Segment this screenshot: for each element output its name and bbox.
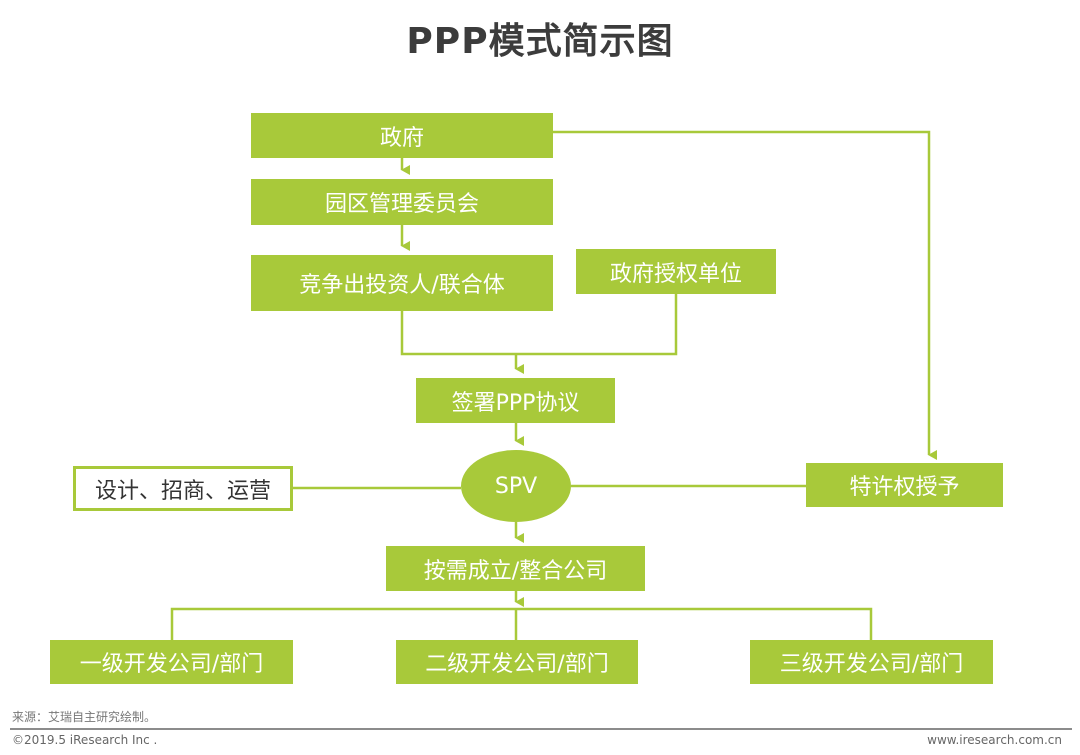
line-investor-merge: [400, 294, 678, 356]
node-level2: 二级开发公司/部门: [396, 640, 638, 684]
website-url: www.iresearch.com.cn: [927, 733, 1062, 747]
footer-divider: [10, 728, 1072, 730]
line-branch: [170, 607, 873, 640]
node-level1: 一级开发公司/部门: [50, 640, 293, 684]
node-spv: SPV: [461, 450, 571, 522]
node-establish: 按需成立/整合公司: [386, 546, 645, 591]
node-authorized-unit: 政府授权单位: [576, 249, 776, 294]
node-level3: 三级开发公司/部门: [750, 640, 993, 684]
copyright: ©2019.5 iResearch Inc .: [12, 733, 158, 747]
node-ppp-agreement: 签署PPP协议: [416, 378, 615, 423]
node-design-ops: 设计、招商、运营: [73, 466, 293, 511]
node-investor: 竞争出投资人/联合体: [251, 255, 553, 311]
line-gov-to-franchise: [553, 130, 937, 460]
diagram-title: PPP模式简示图: [406, 21, 674, 62]
source-note: 来源：艾瑞自主研究绘制。: [12, 710, 157, 724]
node-franchise: 特许权授予: [806, 463, 1003, 507]
node-government: 政府: [251, 113, 553, 158]
node-park-committee: 园区管理委员会: [251, 179, 553, 225]
